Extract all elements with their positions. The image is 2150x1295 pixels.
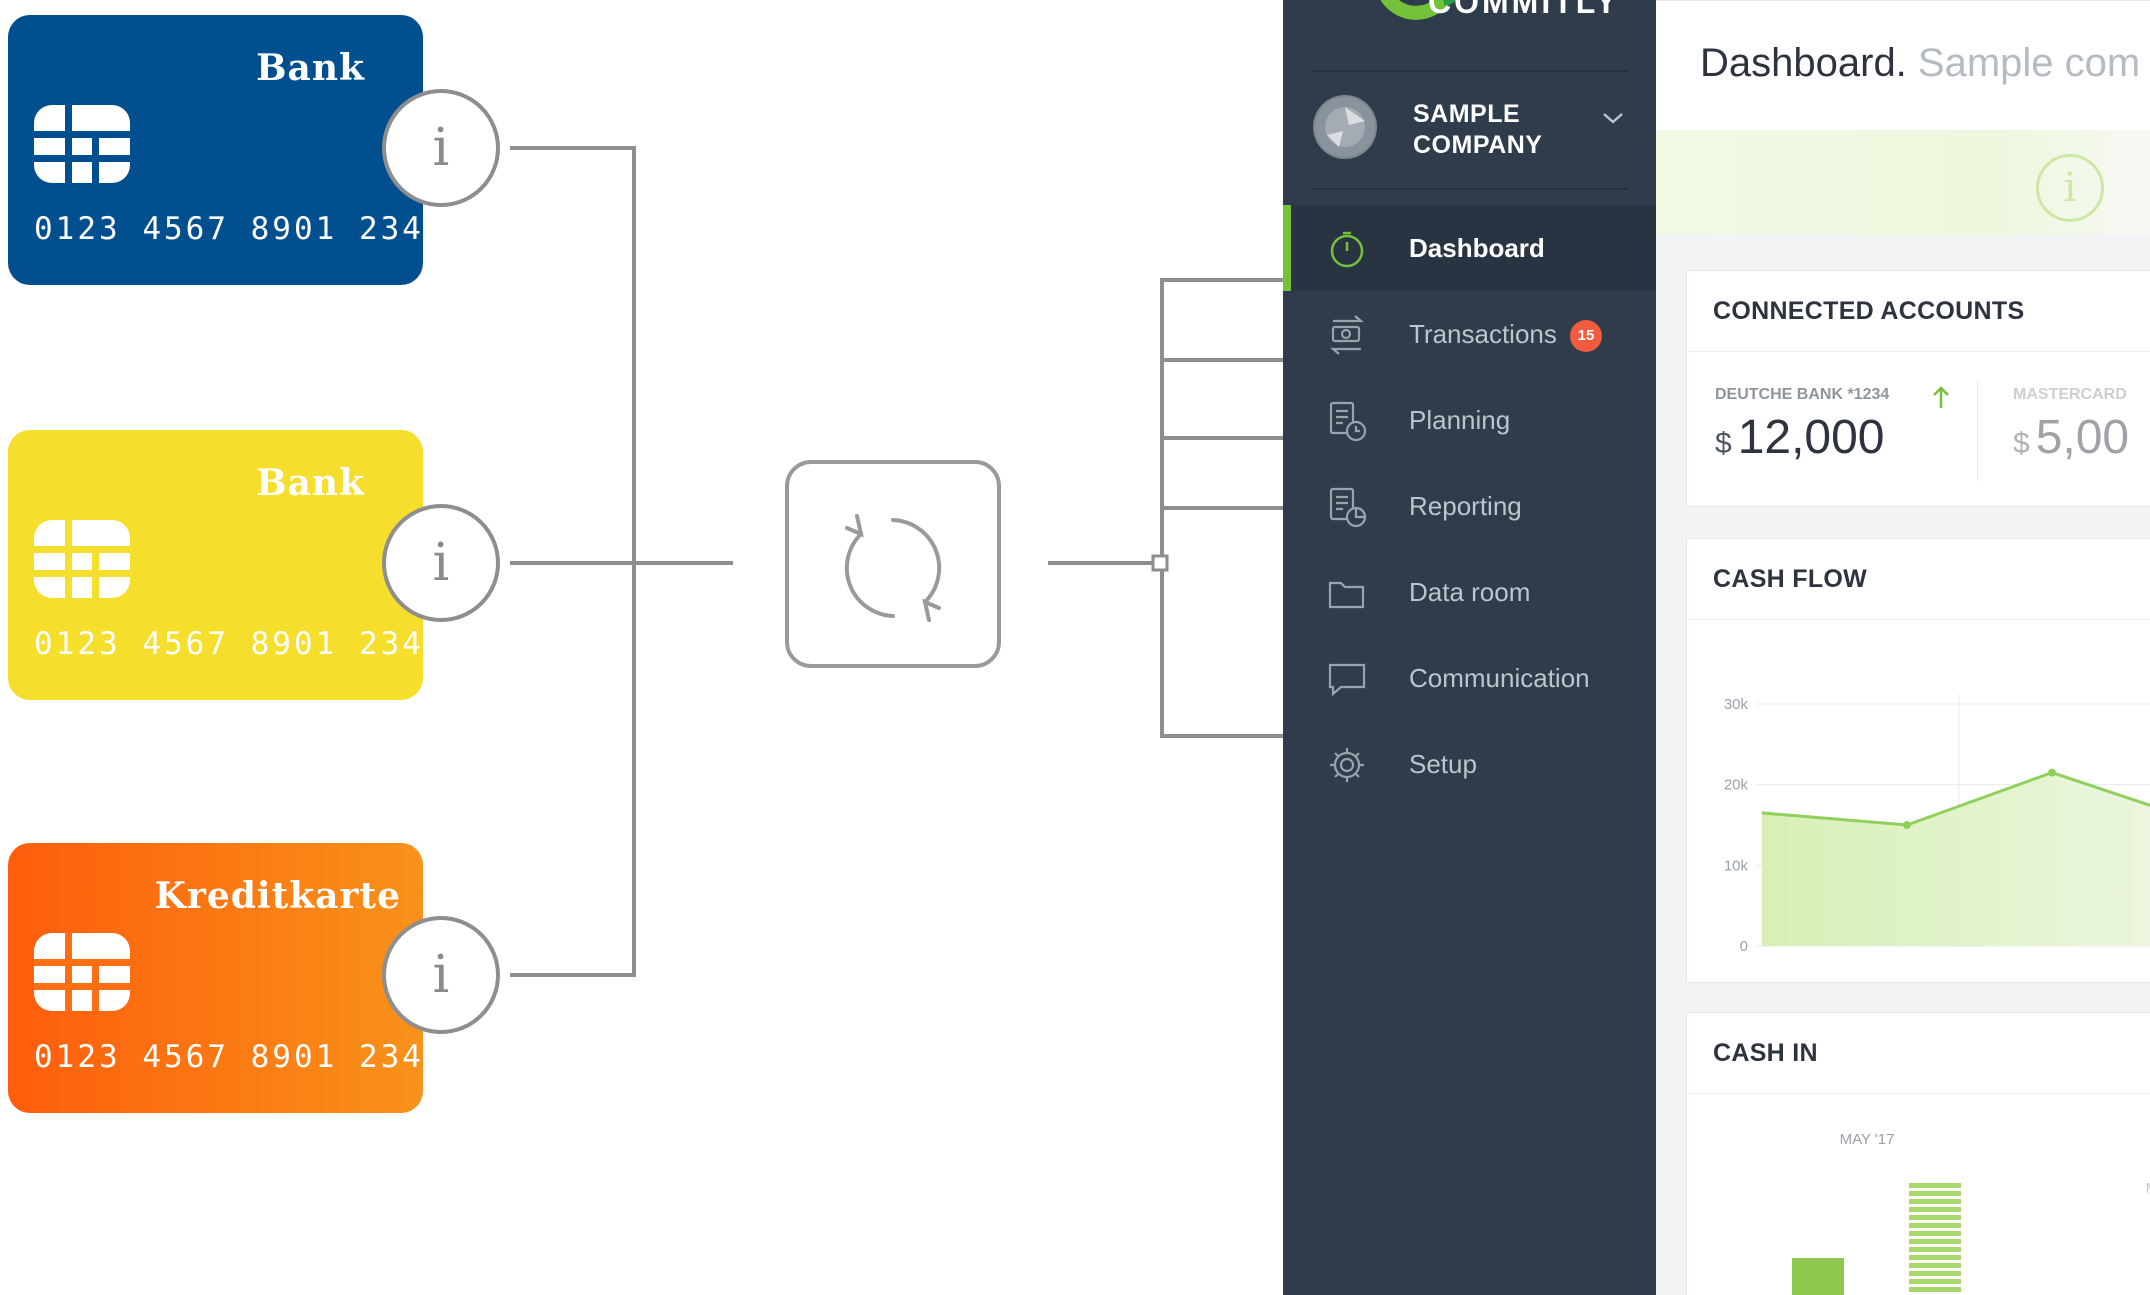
axis-label: MAY bbox=[2146, 1180, 2150, 1197]
planning-icon bbox=[1329, 401, 1367, 442]
sync-node bbox=[785, 460, 1001, 668]
chat-icon bbox=[1328, 663, 1366, 697]
company-name-line1: SAMPLE bbox=[1413, 100, 1521, 128]
company-name-line2: COMPANY bbox=[1413, 131, 1543, 159]
sidebar-item-label: Communication bbox=[1409, 662, 1590, 693]
cash-flow-area bbox=[1762, 772, 2150, 946]
sidebar-item-label: Reporting bbox=[1409, 490, 1522, 521]
divider bbox=[1977, 381, 1978, 481]
credit-card-orange: Kreditkarte 0123 4567 8901 2345 bbox=[8, 843, 423, 1113]
sidebar-item-label: Transactions bbox=[1409, 318, 1557, 349]
brand-logo bbox=[1380, 0, 1458, 20]
sidebar-item-communication[interactable]: Communication bbox=[1283, 635, 1656, 721]
reporting-icon bbox=[1329, 487, 1367, 528]
y-tick-label: 10k bbox=[1724, 857, 1749, 874]
divider bbox=[1311, 70, 1628, 72]
card-number: 0123 4567 8901 2345 bbox=[34, 211, 423, 247]
connected-accounts-panel: CONNECTED ACCOUNTS DEUTCHE BANK *1234 $1… bbox=[1686, 270, 2150, 507]
chip-icon bbox=[34, 520, 130, 598]
account-name: MASTERCARD bbox=[2013, 386, 2127, 403]
card-number: 0123 4567 8901 2345 bbox=[34, 626, 423, 662]
folder-icon bbox=[1328, 581, 1365, 609]
chevron-down-icon[interactable] bbox=[1601, 111, 1625, 125]
page-title: Dashboard. Sample com bbox=[1700, 41, 2140, 86]
info-icon[interactable]: i bbox=[382, 916, 500, 1034]
cash-flow-line bbox=[1761, 770, 2150, 827]
divider bbox=[1687, 1093, 2150, 1094]
account-name: DEUTCHE BANK *1234 bbox=[1715, 386, 1890, 403]
chip-icon bbox=[34, 105, 130, 183]
bank-card-blue: Bank 0123 4567 8901 2345 bbox=[8, 15, 423, 285]
company-name: SAMPLE COMPANY bbox=[1413, 99, 1542, 161]
balance-value: 12,000 bbox=[1737, 411, 1885, 464]
page-header: Dashboard. Sample com bbox=[1656, 0, 2150, 131]
cash-in-panel: CASH IN MAY '170MAY0 bbox=[1686, 1012, 2150, 1295]
info-icon[interactable]: i bbox=[2036, 154, 2104, 222]
divider bbox=[1687, 351, 2150, 352]
panel-title: CASH IN bbox=[1713, 1039, 1818, 1067]
panel-title: CONNECTED ACCOUNTS bbox=[1713, 297, 2025, 325]
transactions-icon bbox=[1329, 315, 1365, 355]
company-avatar bbox=[1313, 95, 1377, 159]
stopwatch-icon bbox=[1330, 231, 1364, 268]
cash-in-bar[interactable] bbox=[1792, 1258, 1844, 1295]
app-main: Dashboard. Sample com i CONNECTED ACCOUN… bbox=[1656, 0, 2150, 1295]
company-switcher[interactable]: SAMPLE COMPANY bbox=[1313, 95, 1633, 165]
account-mastercard[interactable]: MASTERCARD $5,00 bbox=[2013, 386, 2129, 465]
panel-title: CASH FLOW bbox=[1713, 565, 1868, 593]
data-point[interactable] bbox=[1902, 821, 1911, 829]
gear-icon bbox=[1330, 748, 1364, 782]
data-point[interactable] bbox=[2047, 768, 2056, 777]
divider bbox=[1311, 188, 1628, 190]
sidebar-item-data-room[interactable]: Data room bbox=[1283, 549, 1656, 635]
y-tick-label: 20k bbox=[1724, 777, 1749, 794]
y-tick-label: 0 bbox=[1740, 938, 1748, 955]
sidebar-item-planning[interactable]: Planning bbox=[1283, 377, 1656, 463]
bank-card-yellow: Bank 0123 4567 8901 2345 bbox=[8, 430, 423, 700]
info-banner: i bbox=[1656, 130, 2150, 235]
cash-flow-panel: CASH FLOW 30k 20k 10k 0 bbox=[1686, 538, 2150, 983]
sidebar-item-dashboard[interactable]: Dashboard bbox=[1283, 205, 1656, 291]
y-tick-label: 30k bbox=[1724, 696, 1749, 713]
card-title: Bank bbox=[256, 462, 365, 504]
brand-name: COMMITLY bbox=[1428, 0, 1620, 20]
page-title-company: Sample com bbox=[1917, 41, 2141, 85]
sidebar-item-setup[interactable]: Setup bbox=[1283, 721, 1656, 807]
info-icon[interactable]: i bbox=[382, 89, 500, 207]
card-number: 0123 4567 8901 2345 bbox=[34, 1039, 423, 1075]
sidebar-item-label: Dashboard bbox=[1409, 232, 1545, 263]
currency-symbol: $ bbox=[1715, 427, 1732, 460]
sidebar-item-reporting[interactable]: Reporting bbox=[1283, 463, 1656, 549]
app-sidebar: COMMITLY SAMPLE COMPANY bbox=[1283, 0, 1656, 1295]
card-title: Bank bbox=[256, 47, 365, 89]
account-balance: $5,00 bbox=[2013, 410, 2129, 465]
notification-badge: 15 bbox=[1570, 320, 1602, 352]
currency-symbol: $ bbox=[2013, 427, 2030, 460]
account-deutche-bank[interactable]: DEUTCHE BANK *1234 $12,000 bbox=[1715, 386, 1949, 465]
info-icon[interactable]: i bbox=[382, 504, 500, 622]
cash-flow-chart: 30k 20k 10k 0 bbox=[1724, 694, 2150, 955]
x-category-label: MAY '17 bbox=[1840, 1131, 1895, 1148]
sidebar-nav: Dashboard Transactions 15 bbox=[1283, 205, 1656, 807]
sidebar-item-label: Planning bbox=[1409, 404, 1511, 435]
sidebar-item-transactions[interactable]: Transactions 15 bbox=[1283, 291, 1656, 377]
junction-node bbox=[1151, 554, 1169, 572]
cash-in-chart: MAY '170MAY0 bbox=[1792, 1131, 2150, 1295]
cash-in-bar[interactable] bbox=[1909, 1183, 1961, 1295]
divider bbox=[1687, 619, 2150, 620]
page-title-main: Dashboard. bbox=[1700, 41, 1907, 85]
arrow-up-icon bbox=[1933, 386, 1949, 408]
sidebar-item-label: Data room bbox=[1409, 576, 1531, 607]
balance-value: 5,00 bbox=[2035, 411, 2130, 464]
account-balance: $12,000 bbox=[1715, 410, 1889, 465]
card-title: Kreditkarte bbox=[154, 875, 401, 917]
refresh-icon bbox=[844, 514, 942, 622]
chip-icon bbox=[34, 933, 130, 1011]
sidebar-item-label: Setup bbox=[1409, 748, 1477, 779]
